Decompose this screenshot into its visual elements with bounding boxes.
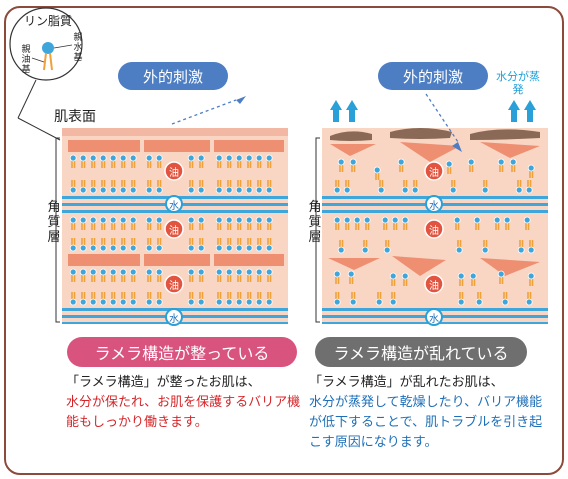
oil-label: 油 [169,281,179,292]
water-label: 水 [169,314,179,325]
lamellar-disrupted-banner: ラメラ構造が乱れている [315,337,527,367]
oil-label: 油 [429,281,439,292]
external-stimulus-badge-right: 外的刺激 [378,62,488,90]
water-evaporation-label: 水分が蒸発 [496,70,540,96]
lamellar-intact-description: 「ラメラ構造」が整ったお肌は、 水分が保たれ、お肌を保護するバリア機能もしっかり… [66,373,306,433]
evaporation-arrows [330,100,536,122]
stratum-bracket-right [315,137,320,323]
lamellar-disrupted-description: 「ラメラ構造」が乱れたお肌は、 水分が蒸発して乾燥したり、バリア機能が低下するこ… [309,373,549,453]
water-label: 水 [429,201,439,212]
lamellar-intact-banner: ラメラ構造が整っている [67,337,297,367]
intact-desc-line1: 「ラメラ構造」が整ったお肌は、 [66,375,261,390]
oil-label: 油 [169,226,179,237]
skin-surface-label: 肌表面 [54,109,96,125]
oil-label: 油 [429,168,439,179]
stratum-corneum-label-right: 角質層 [308,200,322,245]
stratum-bracket-left [55,137,60,323]
hydrophilic-label: 親水基 [73,33,83,63]
disrupted-desc-line1: 「ラメラ構造」が乱れたお肌は、 [309,375,504,390]
water-label: 水 [169,201,179,212]
water-label: 水 [429,314,439,325]
right-stimulus-arrow [425,93,459,143]
lipophilic-label: 親油基 [21,45,31,75]
oil-label: 油 [169,168,179,179]
disrupted-desc-highlight: 水分が蒸発して乾燥したり、バリア機能が低下することで、肌トラブルを引き起こす原因… [309,395,543,450]
oil-label: 油 [429,226,439,237]
intact-desc-highlight: 水分が保たれ、お肌を保護するバリア機能もしっかり働きます。 [66,395,301,430]
right-markers [424,161,444,326]
phospholipid-title: リン脂質 [24,14,73,28]
left-markers [164,161,184,326]
stratum-corneum-label-left: 角質層 [47,200,61,245]
left-stimulus-arrow [171,99,237,125]
phospholipid-icon [9,7,83,141]
external-stimulus-badge-left: 外的刺激 [118,62,228,90]
